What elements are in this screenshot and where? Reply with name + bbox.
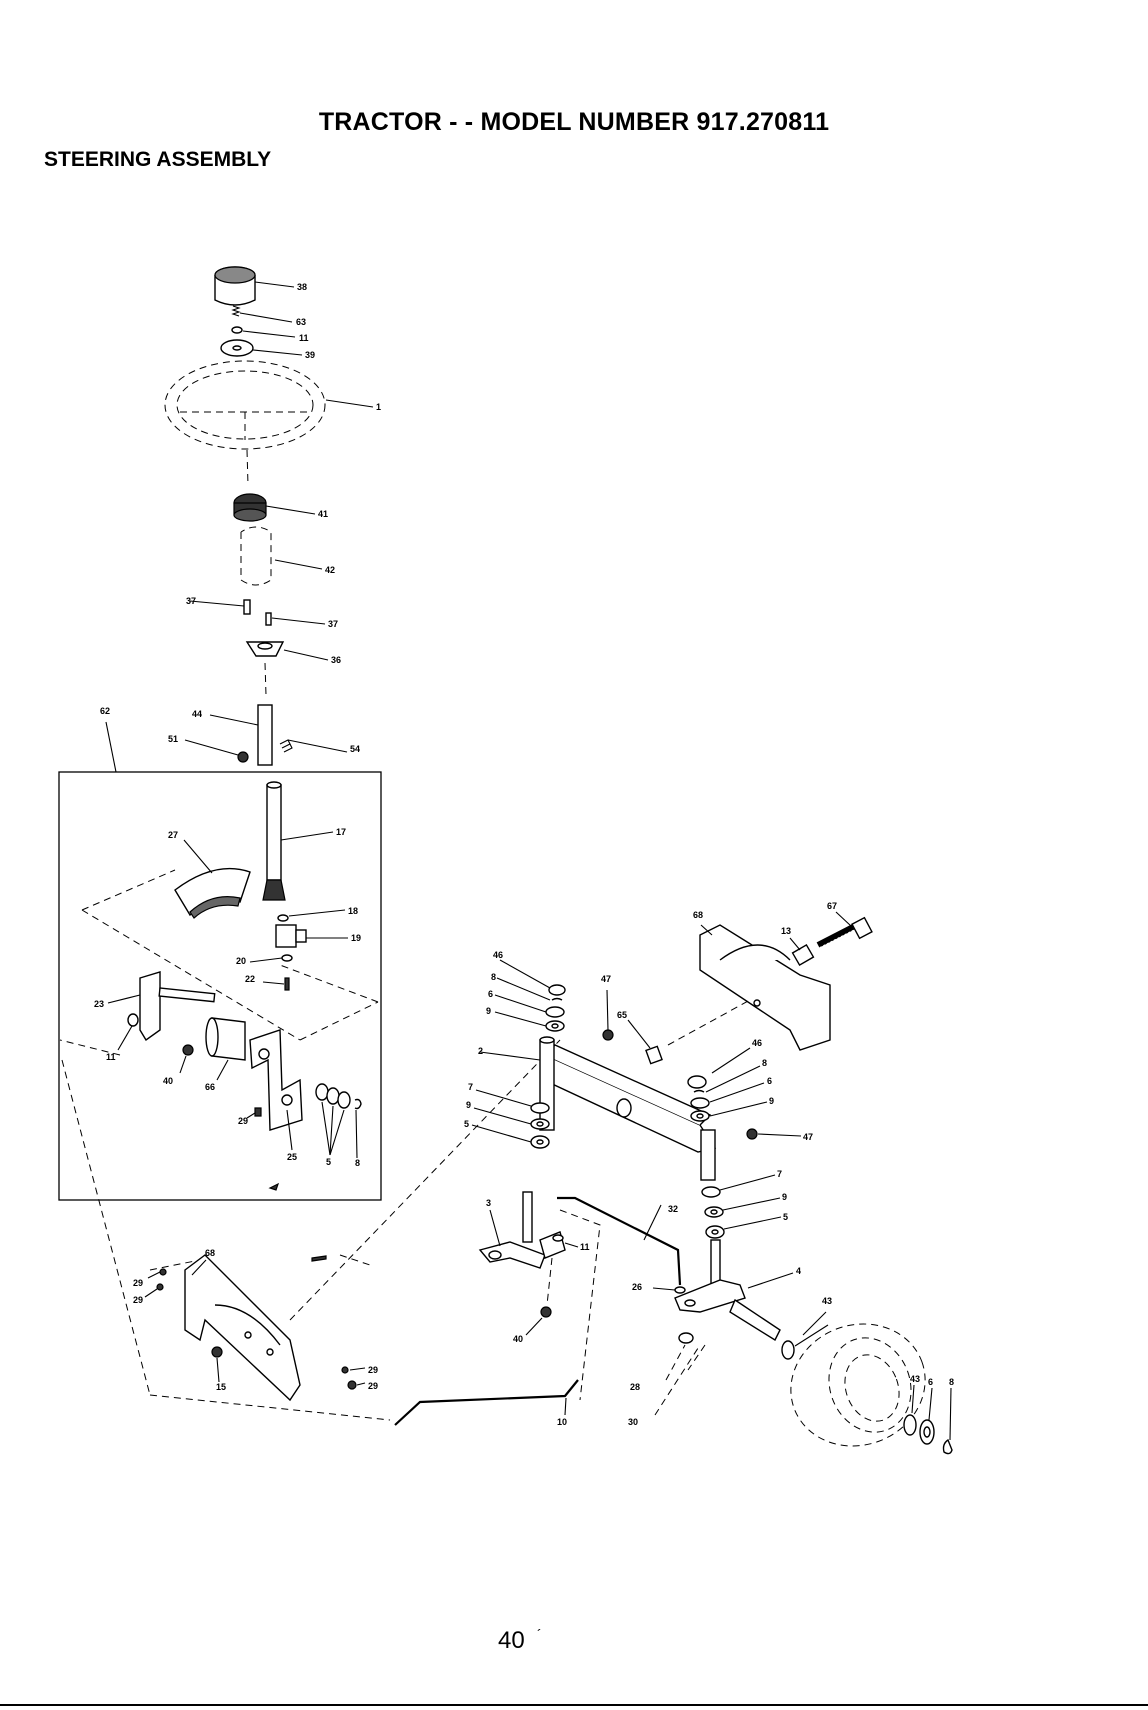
callout: 51 [168,734,178,744]
callout: 29 [133,1295,143,1305]
callout: 26 [632,1282,642,1292]
callout: 43 [910,1374,920,1384]
callout: 5 [783,1212,788,1222]
callout: 15 [216,1382,226,1392]
bottom-border [0,1704,1148,1706]
callout: 42 [325,565,335,575]
callout: 11 [106,1052,116,1062]
callout: 43 [822,1296,832,1306]
callout: 40 [513,1334,523,1344]
callout: 25 [287,1152,297,1162]
inset-parts [60,782,378,1190]
callout: 4 [796,1266,801,1276]
callout: 29 [133,1278,143,1288]
callout: 8 [491,972,496,982]
callout: 9 [466,1100,471,1110]
callout: 1 [376,402,381,412]
page-number: 40 [498,1627,525,1655]
callout: 23 [94,999,104,1009]
callout: 27 [168,830,178,840]
callout: 8 [949,1377,954,1387]
callout: 29 [368,1381,378,1391]
callout: 6 [488,989,493,999]
callout: 29 [368,1365,378,1375]
callout: 65 [617,1010,627,1020]
callout: 2 [478,1046,483,1056]
callout: 41 [318,509,328,519]
callout: 40 [163,1076,173,1086]
callout: 7 [468,1082,473,1092]
callout: 5 [464,1119,469,1129]
callout: 46 [493,950,503,960]
callout: 3 [486,1198,491,1208]
callout: 67 [827,901,837,911]
callout: 18 [348,906,358,916]
front-axle-parts [472,912,952,1465]
callout: 37 [186,596,196,606]
inset-box [59,772,381,1200]
callout: 66 [205,1082,215,1092]
callout: 19 [351,933,361,943]
callout: 9 [486,1006,491,1016]
callout: 47 [601,974,611,984]
callout: 44 [192,709,202,719]
callout: 11 [580,1242,590,1252]
callout: 62 [100,706,110,716]
callout: 30 [628,1417,638,1427]
callout: 47 [803,1132,813,1142]
callout: 9 [782,1192,787,1202]
callout: 9 [769,1096,774,1106]
callout: 7 [777,1169,782,1179]
callout: 68 [693,910,703,920]
callout: 68 [205,1248,215,1258]
callout: 39 [305,350,315,360]
callout: 6 [928,1377,933,1387]
callout: 29 [238,1116,248,1126]
callout: 32 [668,1204,678,1214]
callout: 5 [326,1157,331,1167]
callout: 54 [350,744,360,754]
callout: 6 [767,1076,772,1086]
callout: 17 [336,827,346,837]
callout: 8 [355,1158,360,1168]
callout: 38 [297,282,307,292]
steering-column-parts [106,267,373,772]
callout: 36 [331,655,341,665]
callout: 22 [245,974,255,984]
callout: 46 [752,1038,762,1048]
callout: 37 [328,619,338,629]
callout: 63 [296,317,306,327]
page-number-mark: ´ [537,1626,542,1642]
callout: 11 [299,333,309,343]
callout: 10 [557,1417,567,1427]
callout: 20 [236,956,246,966]
callout: 13 [781,926,791,936]
callout: 8 [762,1058,767,1068]
callout: 28 [630,1382,640,1392]
